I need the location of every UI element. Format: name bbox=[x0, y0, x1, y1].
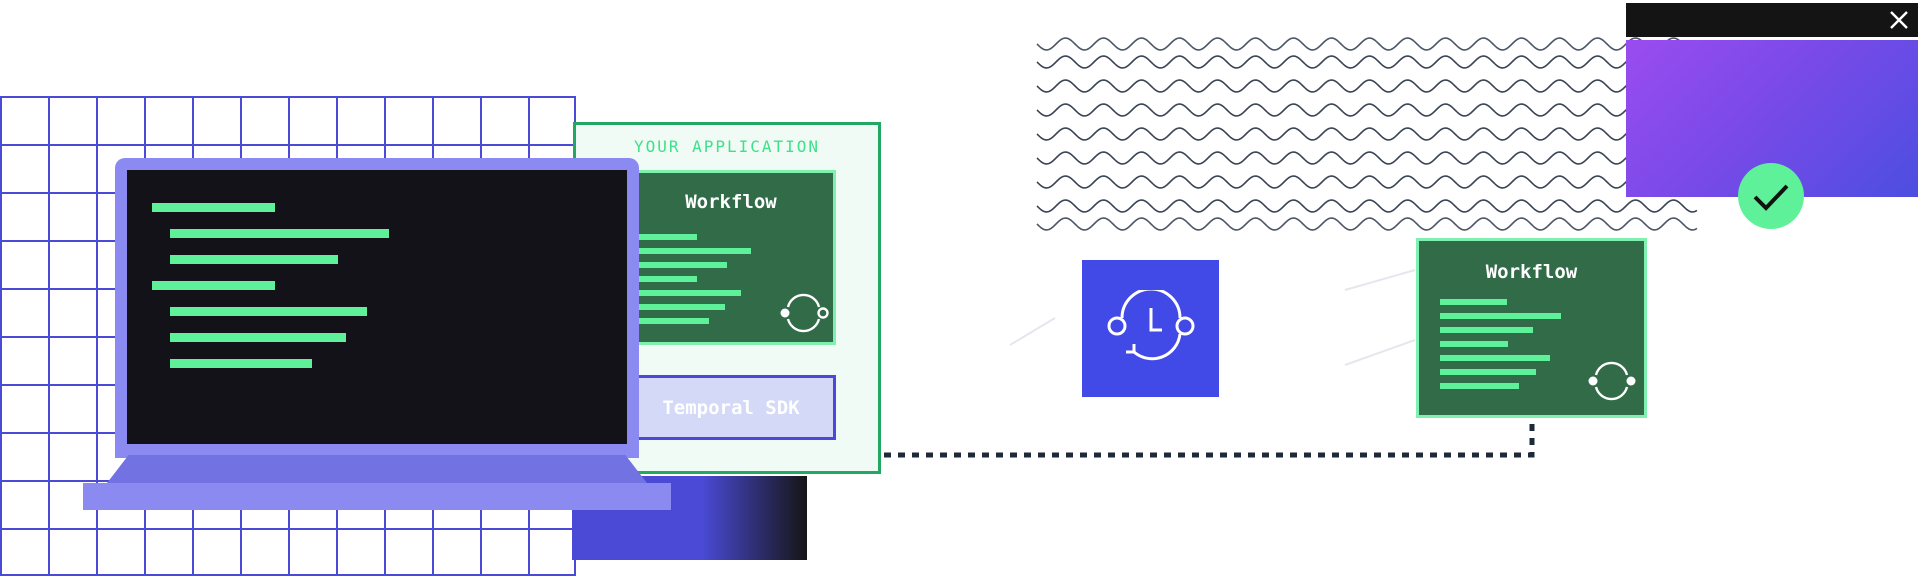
laptop-screen bbox=[127, 170, 627, 444]
code-line bbox=[170, 359, 312, 368]
wave-pattern bbox=[1036, 37, 1698, 231]
wave-line bbox=[1036, 127, 1698, 141]
window-close-button[interactable] bbox=[1884, 5, 1914, 35]
laptop bbox=[83, 158, 671, 510]
remote-workflow-label: Workflow bbox=[1485, 261, 1578, 283]
remote-workflow-card[interactable]: Workflow bbox=[1416, 238, 1647, 418]
faint-line bbox=[1344, 339, 1416, 366]
faint-line bbox=[1009, 317, 1056, 346]
laptop-hinge bbox=[107, 455, 647, 483]
app-workflow-label: Workflow bbox=[685, 191, 777, 213]
window-title-bar bbox=[1626, 3, 1918, 37]
retry-icon bbox=[780, 293, 829, 333]
connector-line bbox=[884, 420, 1535, 458]
wave-line bbox=[1036, 79, 1698, 93]
application-panel-title: YOUR APPLICATION bbox=[633, 137, 821, 156]
wave-line bbox=[1036, 103, 1698, 117]
code-line bbox=[170, 255, 338, 264]
wave-line bbox=[1036, 217, 1698, 231]
success-badge bbox=[1738, 163, 1804, 229]
faint-line bbox=[1344, 269, 1416, 291]
wave-line bbox=[1036, 199, 1698, 213]
temporal-sdk-box[interactable]: Temporal SDK bbox=[626, 375, 836, 440]
wave-line bbox=[1036, 175, 1698, 189]
code-line bbox=[170, 307, 367, 316]
wave-line bbox=[1036, 55, 1698, 69]
retry-icon bbox=[1588, 361, 1636, 401]
close-icon bbox=[1890, 11, 1908, 29]
code-line bbox=[152, 203, 275, 212]
timer-icon bbox=[1107, 290, 1195, 361]
code-line bbox=[152, 281, 275, 290]
timer-box[interactable] bbox=[1082, 260, 1219, 397]
app-workflow-card[interactable]: Workflow bbox=[626, 170, 836, 345]
code-line bbox=[170, 333, 346, 342]
temporal-sdk-label: Temporal SDK bbox=[662, 397, 800, 419]
code-line bbox=[170, 229, 389, 238]
wave-line bbox=[1036, 37, 1698, 51]
laptop-base bbox=[83, 483, 671, 510]
wave-line bbox=[1036, 151, 1698, 165]
check-icon bbox=[1753, 184, 1789, 211]
